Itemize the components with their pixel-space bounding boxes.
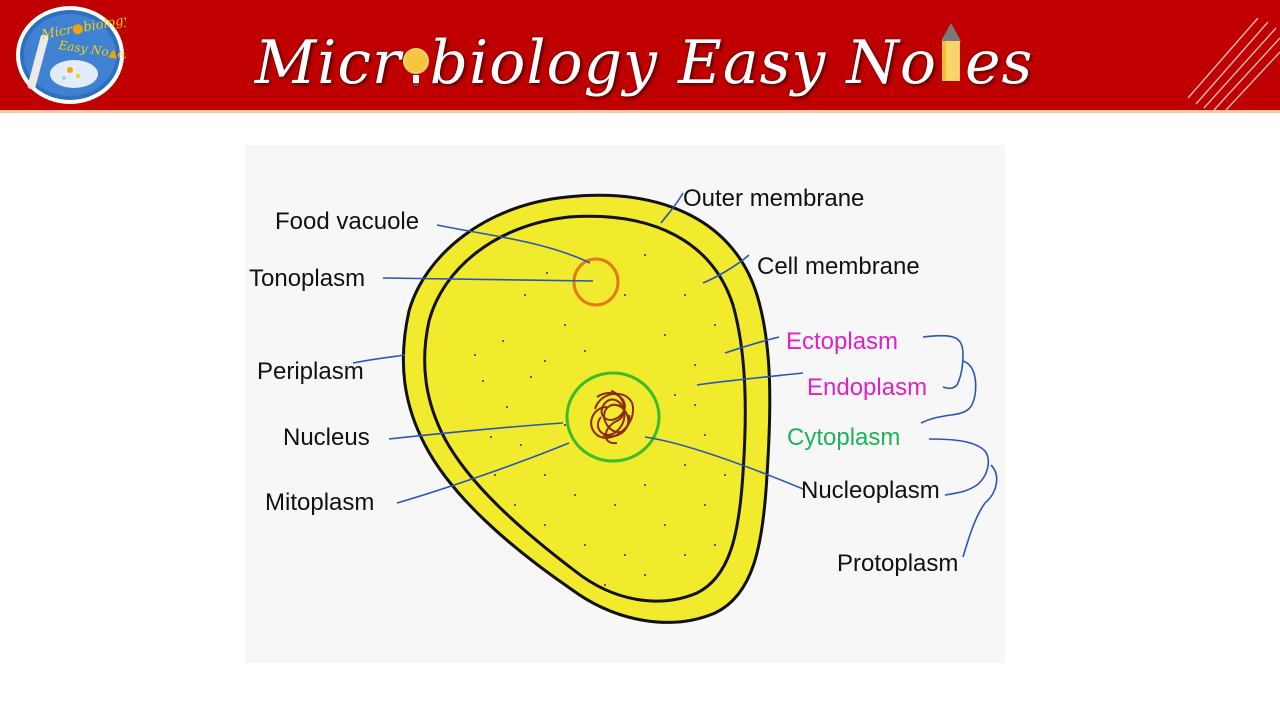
logo-text-line1: Micr●biology <box>40 12 126 43</box>
pointer-mitoplasm <box>396 442 570 504</box>
cell-membrane-line <box>423 214 747 603</box>
pointer-outer-membrane <box>660 192 684 224</box>
label-cell-membrane: Cell membrane <box>757 253 920 280</box>
label-nucleus: Nucleus <box>283 424 370 451</box>
site-logo[interactable]: Micr●biology Easy No▲es <box>14 4 126 106</box>
label-tonoplasm: Tonoplasm <box>249 265 366 292</box>
corner-stripes-decoration <box>1187 17 1280 110</box>
pointer-ectoplasm <box>724 336 780 354</box>
nucleus-ring <box>565 371 661 463</box>
bracket-ecto-endo <box>922 334 964 390</box>
pointer-tonoplasm <box>382 277 594 282</box>
label-food-vacuole: Food vacuole <box>275 208 420 235</box>
label-periplasm: Periplasm <box>257 358 364 385</box>
pointer-endoplasm <box>696 372 804 386</box>
header-banner: Micr●biology Easy No▲es Micr biology Eas… <box>0 0 1280 110</box>
label-endoplasm: Endoplasm <box>807 374 928 401</box>
title-part-1: Micr <box>254 28 402 98</box>
label-outer-membrane: Outer membrane <box>683 185 865 212</box>
pointer-lines <box>352 192 998 558</box>
food-vacuole-shape <box>572 257 620 307</box>
bracket-to-cytoplasm <box>920 360 977 424</box>
pointer-cell-membrane <box>702 254 750 284</box>
banner-divider <box>0 110 1280 113</box>
site-title: Micr biology Easy No es <box>4 18 1280 108</box>
pointer-food-vacuole <box>436 224 591 264</box>
bracket-to-protoplasm <box>962 464 998 558</box>
lightbulb-icon <box>402 43 430 86</box>
bracket-cyto-nucleo <box>928 438 990 496</box>
pointer-periplasm <box>352 354 406 364</box>
cell-diagram <box>352 192 998 624</box>
title-part-3: es <box>964 28 1034 98</box>
title-part-2: biology Easy No <box>429 28 937 98</box>
label-mitoplasm: Mitoplasm <box>265 489 375 516</box>
label-nucleoplasm: Nucleoplasm <box>801 477 940 504</box>
label-protoplasm: Protoplasm <box>837 550 959 577</box>
pencil-icon <box>937 23 965 83</box>
label-cytoplasm: Cytoplasm <box>787 424 901 451</box>
pointer-nucleoplasm <box>644 436 804 490</box>
pointer-nucleus <box>388 422 564 440</box>
label-ectoplasm: Ectoplasm <box>786 328 899 355</box>
cell-diagram-figure: Food vacuole Tonoplasm Periplasm Nucleus… <box>245 145 1005 663</box>
chromatin-tangle <box>590 390 635 445</box>
